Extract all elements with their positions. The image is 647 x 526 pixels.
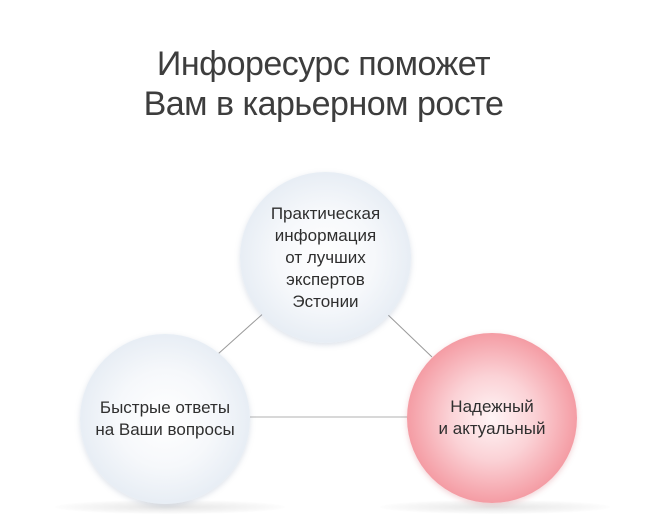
title-line-1: Инфоресурс поможет: [156, 45, 491, 83]
node-quick-answers: Быстрые ответы на Ваши вопросы: [80, 334, 250, 504]
title-line-2: Вам в карьерном росте: [143, 85, 504, 123]
left-circle-shadow: [55, 500, 285, 514]
node-practical-info: Практическая информация от лучших экспер…: [240, 172, 411, 343]
node-reliable: Надежный и актуальный: [407, 333, 577, 503]
node-reliable-label: Надежный и актуальный: [438, 397, 546, 438]
node-practical-info-label: Практическая информация от лучших экспер…: [270, 203, 381, 311]
right-circle-shadow: [380, 500, 610, 514]
page-title: Инфоресурс поможет Вам в карьерном росте: [0, 44, 647, 124]
connector-top-right: [384, 311, 433, 358]
connector-top-left: [217, 310, 267, 355]
node-quick-answers-label: Быстрые ответы на Ваши вопросы: [95, 398, 235, 439]
